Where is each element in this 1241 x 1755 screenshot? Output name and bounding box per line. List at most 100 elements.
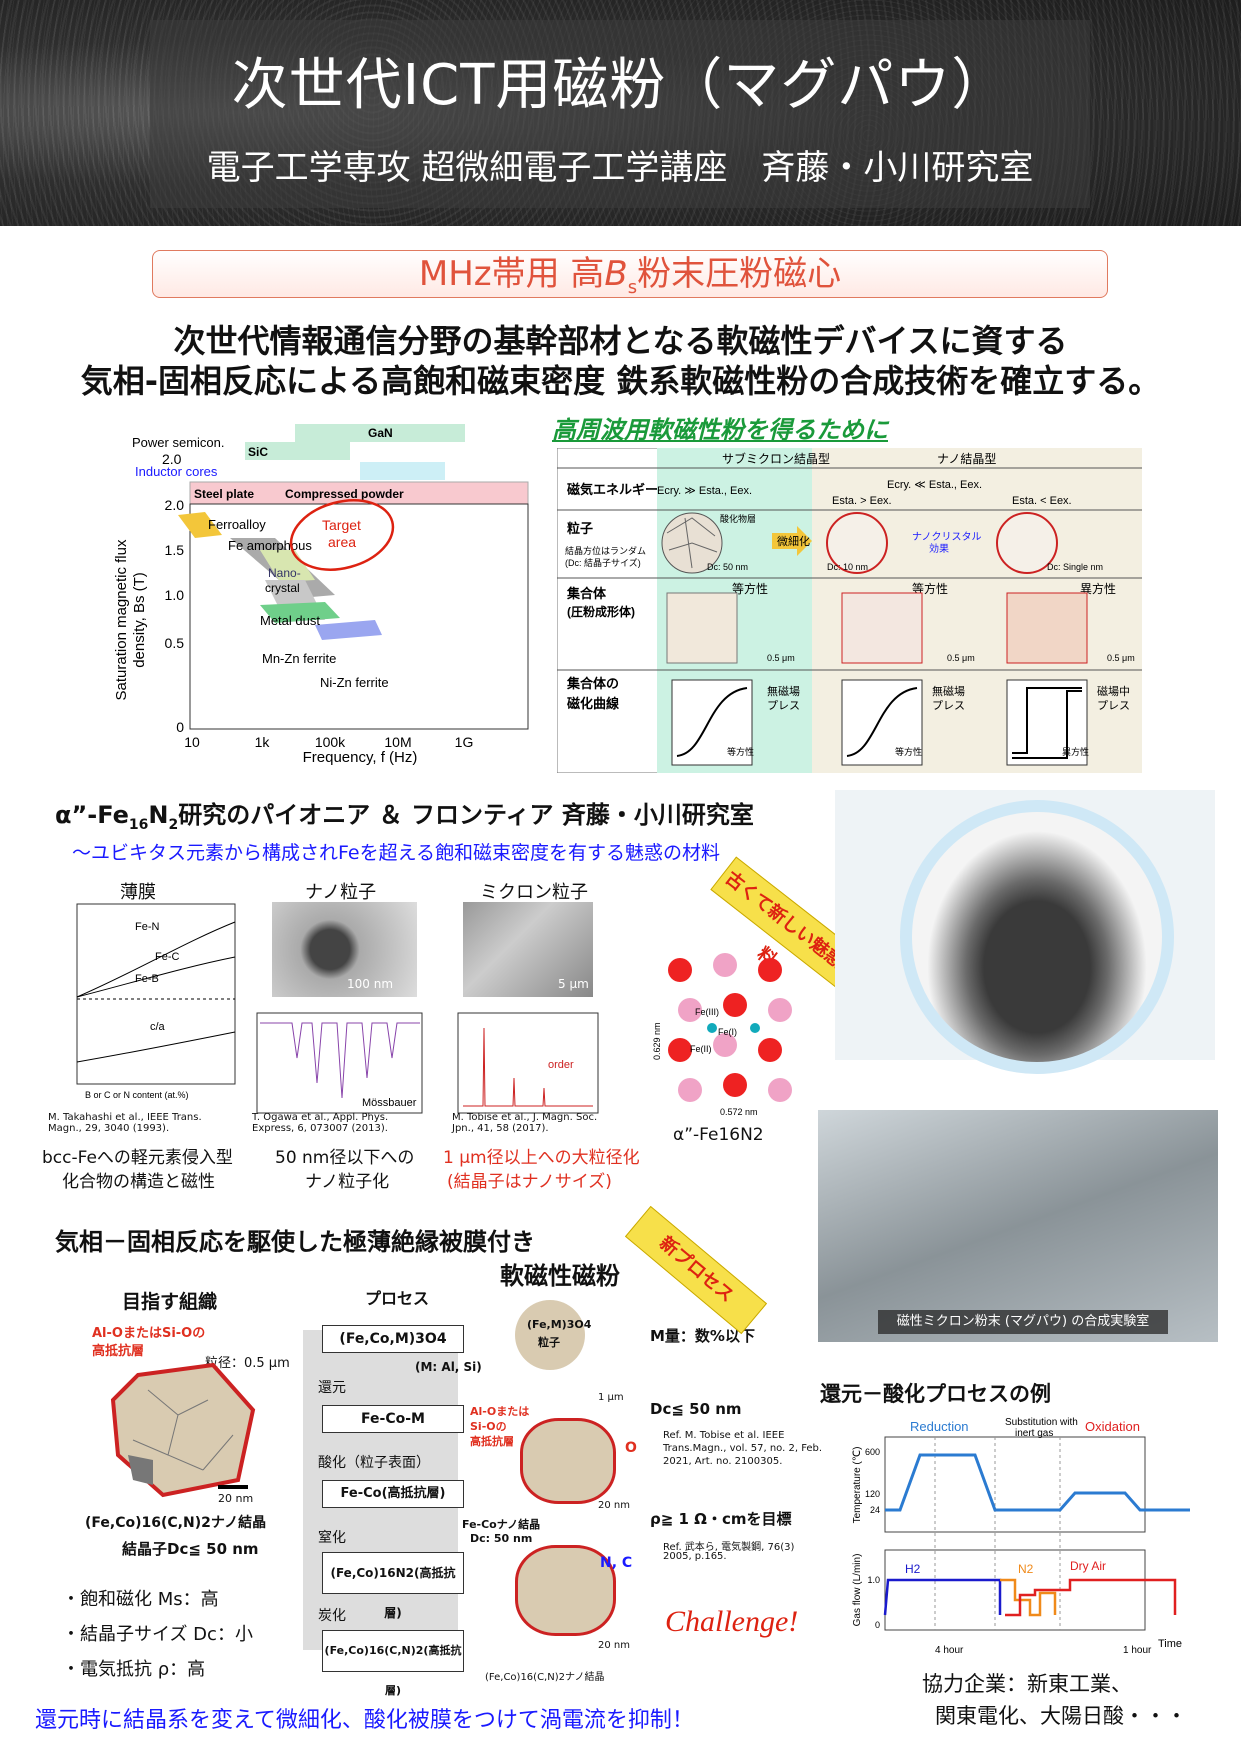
duration-4h: 4 hour: [935, 1645, 964, 1656]
layer-label-2: 高抵抗層: [92, 1344, 145, 1359]
crystal-atoms: [668, 953, 792, 1102]
order-label: order: [548, 1059, 574, 1071]
topic-prefix: MHz帯用 高: [418, 254, 605, 294]
ytick-label-0: 0: [176, 719, 184, 735]
bullet-ms: ・飽和磁化 Ms：高: [62, 1589, 219, 1610]
o-label: O: [625, 1440, 637, 1456]
temp-axis-label: Temperature (℃): [852, 1447, 863, 1524]
particle-label: 粒子: [538, 1336, 560, 1349]
col-nanoparticle: ナノ粒子: [305, 882, 377, 903]
x-axis-label: Frequency, f (Hz): [303, 749, 418, 765]
duration-1h: 1 hour: [1123, 1645, 1152, 1656]
dim-c: 0.629 nm: [652, 1022, 662, 1060]
scale-100nm: 100 nm: [347, 977, 394, 991]
step-4: (Fe,Co)16N2(高抵抗層): [322, 1552, 464, 1620]
site-fe3: Fe(III): [695, 1007, 719, 1017]
topic-sub: s: [627, 276, 638, 298]
goal-line-1: 次世代情報通信分野の基幹部材となる軟磁性デバイスに資する: [173, 322, 1068, 360]
xrd-frame: [457, 1012, 599, 1114]
ref-3: M. Tobise et al., J. Magn. Soc. Jpn., 41…: [452, 1112, 598, 1134]
capt-micron-2: (結晶子はナノサイズ): [447, 1172, 612, 1192]
material-metal-dust: Metal dust: [260, 613, 320, 628]
bullet-rho: ・電気抵抗 ρ：高: [62, 1659, 206, 1680]
ytick-label-1-5: 1.5: [165, 542, 185, 558]
bullet-dc: ・結晶子サイズ Dc：小: [62, 1624, 253, 1645]
xtick-label-10m: 10M: [384, 734, 411, 750]
target-heading: 目指す組織: [122, 1291, 218, 1313]
aggregate-submicron: [666, 592, 738, 664]
press-3: プレス: [1097, 699, 1130, 712]
poster-title: 次世代ICT用磁粉（マグパウ）: [231, 53, 1009, 118]
m-note: (M: Al, Si): [415, 1360, 482, 1374]
iso-label-1: 等方性: [732, 581, 768, 596]
nitrided-particle: [515, 1545, 616, 1636]
nizn-region: [315, 620, 382, 640]
process-heading: プロセス: [365, 1289, 430, 1308]
material-nizn-ferrite: Ni-Zn ferrite: [320, 675, 389, 690]
mh-curve-1: [671, 679, 753, 766]
hf-comparison-table: サブミクロン結晶型 ナノ結晶型 磁気エネルギー 粒子 結晶方位はランダム (Dc…: [557, 448, 1142, 773]
xrd-pattern: order: [457, 1012, 599, 1114]
ref-1: M. Takahashi et al., IEEE Trans. Magn., …: [48, 1112, 202, 1134]
topic-symbol: B: [604, 254, 628, 294]
step-3: Fe-Co(高抵抗層): [322, 1480, 464, 1508]
gan-label: GaN: [368, 426, 393, 440]
step-2: Fe-Co-M: [322, 1405, 464, 1433]
title-box: [150, 20, 1090, 208]
row-particle: 粒子: [567, 521, 593, 536]
ref-tobise-1: Ref. M. Tobise et al. IEEE: [663, 1430, 785, 1441]
steel-plate-label: Steel plate: [194, 487, 254, 501]
energy-nano-a: Esta. > Eex.: [832, 495, 892, 507]
pioneer-title-2: 2: [168, 816, 179, 833]
phase-reduction: Reduction: [910, 1419, 969, 1434]
phase-substitution-1: Substitution with: [1005, 1417, 1078, 1428]
op-reduction: 還元: [318, 1380, 346, 1396]
dc-single: Dc: Single nm: [1047, 562, 1103, 572]
h2-series: [883, 1578, 1002, 1616]
press-2: プレス: [932, 699, 965, 712]
process-title-2: 軟磁性磁粉: [500, 1262, 620, 1290]
mossbauer-curve: [260, 1022, 420, 1099]
crystal-structure: Fe(I) Fe(II) Fe(III) 0.629 nm 0.572 nm: [652, 953, 792, 1117]
xtick-label-100k: 100k: [315, 734, 346, 750]
pioneer-title-post: 研究のパイオニア ＆ フロンティア 斉藤・小川研究室: [178, 801, 754, 829]
col-nano: ナノ結晶型: [937, 452, 996, 466]
topic-box: MHz帯用 高Bs粉末圧粉磁心: [152, 250, 1108, 298]
thin-film-xlabel: B or C or N content (at.%): [85, 1090, 189, 1100]
pioneer-title: α”-Fe16N2研究のパイオニア ＆ フロンティア 斉藤・小川研究室: [55, 795, 754, 833]
m-amount: M量：数%以下: [650, 1327, 755, 1345]
air-series: [1005, 1578, 1177, 1617]
fe-c-curve: [76, 956, 236, 998]
flow-tick-0: 0: [875, 1620, 880, 1630]
refine-arrow: [772, 526, 812, 556]
goal-line-2: 気相-固相反応による高飽和磁束密度 鉄系軟磁性粉の合成技術を確立する。: [80, 362, 1161, 400]
temp-tick-600: 600: [865, 1447, 880, 1457]
sic-label: SiC: [248, 445, 268, 459]
energy-submicron: Ecry. ≫ Esta., Eex.: [657, 485, 752, 497]
temp-tick-24: 24: [870, 1505, 880, 1515]
y-axis-label-1: Saturation magnetic flux: [113, 539, 130, 700]
ref-tobise-3: 2021, Art. no. 2100305.: [663, 1456, 783, 1467]
aniso-curve: 異方性: [1062, 746, 1089, 757]
lattice-constant-chart: Fe-N Fe-C Fe-B c/a B or C or N content (…: [76, 903, 236, 1100]
scale-20nm-2: 20 nm: [598, 1500, 630, 1511]
process-title-1: 気相－固相反応を駆使した極薄絶縁被膜付き: [55, 1228, 535, 1256]
mh-curve-3: [1006, 679, 1088, 766]
nc-label: N, C: [600, 1555, 633, 1571]
xtick-label-1g: 1G: [455, 734, 474, 750]
step-1: (Fe,Co,M)3O4: [322, 1325, 464, 1353]
scale-20nm-1: 20 nm: [218, 1492, 254, 1505]
redox-chart: Reduction Substitution with inert gas Ox…: [852, 1417, 1190, 1656]
nanocrystal-label: ナノクリスタル: [912, 531, 982, 543]
iso-label-2: 等方性: [912, 581, 948, 596]
iso-curve-1: 等方性: [727, 746, 754, 757]
capt-nano-2: ナノ粒子化: [305, 1172, 390, 1192]
capt-nano-1: 50 nm径以下への: [275, 1148, 415, 1168]
material-ferroalloy: Ferroalloy: [208, 517, 266, 532]
press-field: 磁場中: [1097, 685, 1130, 698]
hf-table-title: 高周波用軟磁性粉を得るために: [552, 416, 888, 444]
grain-size: 粒径：0.5 μm: [205, 1356, 290, 1371]
n2-series: [1000, 1578, 1057, 1617]
highlight-grain: [128, 1455, 153, 1485]
ref-tobise-2: Trans.Magn., vol. 57, no. 2, Feb.: [663, 1443, 823, 1454]
